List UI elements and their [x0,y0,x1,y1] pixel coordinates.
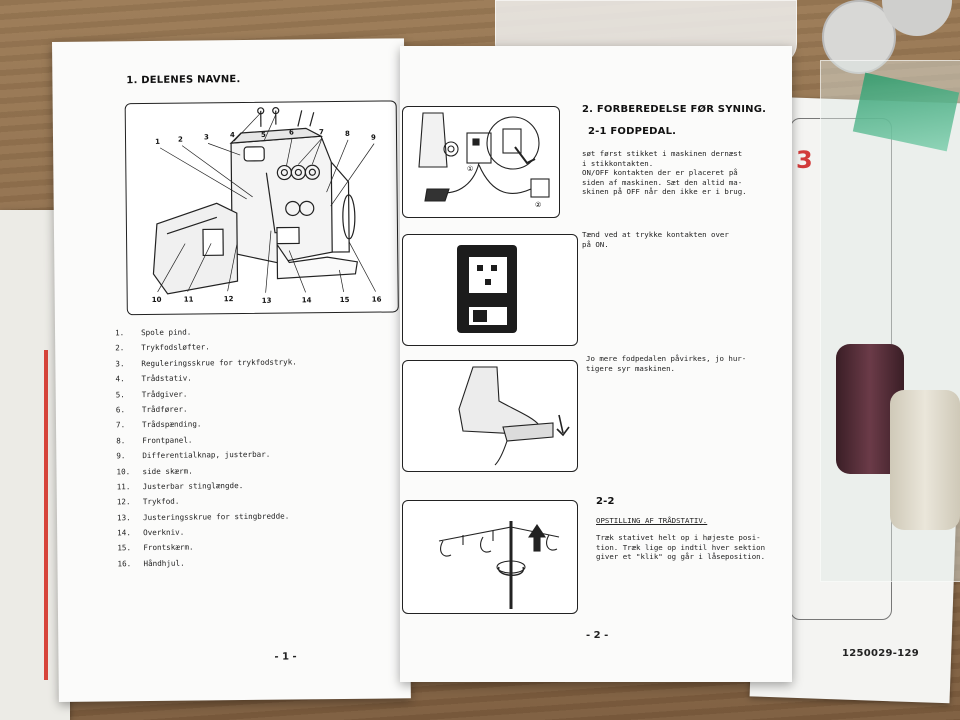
paragraph-footpedal: søt først stikket i maskinen dernæst i s… [582,149,747,197]
section-number-2-2: 2-2 [596,496,615,507]
list-item: 13.Justeringsskrue for stingbredde. [116,511,290,523]
callout-13: 13 [261,296,272,305]
switch-diagram [402,234,578,346]
serger-illustration [152,107,376,295]
manual-page-1: 1. DELENES NAVNE. [52,38,411,702]
section-title-thread-stand: OPSTILLING AF TRÅDSTATIV. [596,516,708,525]
callout-10: 10 [151,295,162,304]
callout-15: 15 [339,295,350,305]
foot-pedal-diagram [402,360,578,472]
callout-5: 5 [260,130,266,139]
thread-spool-light [890,390,960,530]
paragraph-thread-stand: Træk stativet helt op i højeste posi- ti… [596,533,766,562]
callout-1: 1 [155,137,160,146]
callout-11: 11 [183,295,194,304]
subsection-title-2-1: 2-1 FODPEDAL. [588,126,677,137]
catalog-number: 1250029-129 [842,648,920,659]
callout-4: 4 [229,131,235,140]
thread-stand-illustration [438,521,560,609]
page-number-right: - 2 - [586,630,609,641]
callout-2: 2 [177,135,183,144]
parts-diagram: 1 2 3 4 5 6 7 8 9 10 11 12 13 14 15 16 [124,100,399,316]
background-red-number: 3 [796,146,813,174]
callout-12: 12 [223,295,234,304]
list-item: 16.Håndhjul. [117,558,185,569]
callout-6: 6 [288,128,294,137]
callout-3: 3 [203,133,209,142]
callout-14: 14 [301,296,312,305]
section-title-2: 2. FORBEREDELSE FØR SYNING. [582,104,767,115]
paragraph-speed: Jo mere fodpedalen påvirkes, jo hur- tig… [586,354,747,373]
callout-16: 16 [371,295,382,304]
callout-9: 9 [370,133,376,142]
diagram-label-2: ② [535,201,541,209]
callout-7: 7 [318,128,324,137]
foot-pedal-illustration [458,366,570,466]
red-sheet-edge [44,350,48,680]
page-title: 1. DELENES NAVNE. [126,74,241,87]
manual-page-2: ① ② [400,46,792,682]
diagram-label-1: ① [467,165,473,173]
thread-stand-diagram [402,500,578,614]
plug-illustration: ① ② [418,112,550,209]
list-item: 3.Reguleringsskrue for trykfodstryk. [115,357,297,369]
plug-diagram: ① ② [402,106,560,218]
page-number-left: - 1 - [274,651,297,663]
switch-illustration [457,245,517,333]
callout-8: 8 [344,129,350,138]
paragraph-switch: Tænd ved at trykke kontakten over på ON. [582,230,729,249]
parts-list: 1.Spole pind. 2.Trykfodsløfter. 3.Regule… [115,323,299,571]
